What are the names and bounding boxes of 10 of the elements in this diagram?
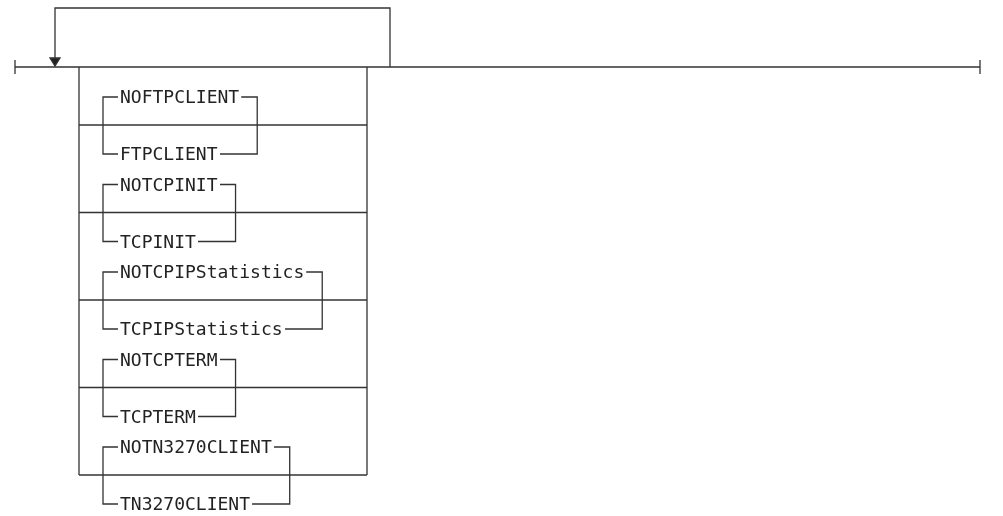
track-line xyxy=(197,358,237,418)
track-line xyxy=(102,183,119,243)
track-line xyxy=(102,96,119,155)
track-line xyxy=(197,183,237,243)
track-line xyxy=(102,446,119,505)
track-line xyxy=(283,271,323,330)
track-line xyxy=(218,96,258,155)
track-line xyxy=(102,358,119,418)
track-line xyxy=(251,446,291,505)
track-line xyxy=(102,271,119,330)
